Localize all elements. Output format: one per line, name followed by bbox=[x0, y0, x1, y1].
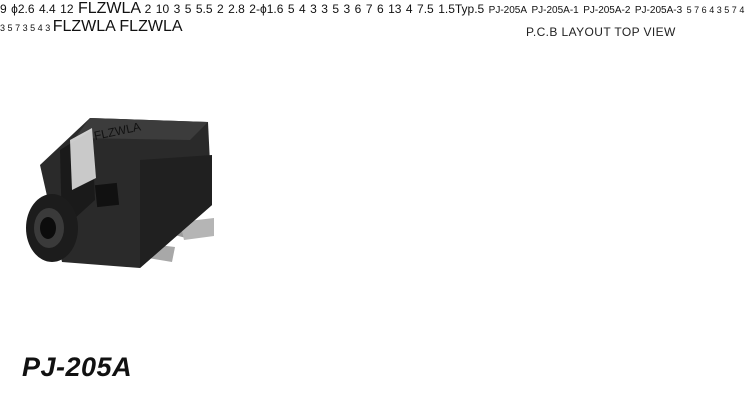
front-view-labels: 9 ϕ2.6 4.4 12 FLZWLA bbox=[0, 0, 141, 17]
part-number-label: PJ-205A bbox=[22, 352, 133, 382]
pcb-labels: 5.5 2 2.8 2-ϕ1.6 5 4 3 3 5 3 6 7 6 13 4 … bbox=[195, 2, 485, 16]
schematic-headers: PJ-205A PJ-205A-1 PJ-205A-2 PJ-205A-3 bbox=[488, 5, 683, 16]
side-view-labels: 2 10 3 5 bbox=[144, 2, 192, 16]
schematic-pin-numbers: 5 7 6 4 3 5 7 4 3 5 7 3 5 4 3 bbox=[0, 5, 745, 33]
product-photo: FLZWLA bbox=[26, 118, 214, 268]
bottom-watermark: FLZWLA FLZWLA bbox=[52, 18, 183, 35]
pcb-layout-title: P.C.B LAYOUT TOP VIEW bbox=[526, 25, 676, 39]
